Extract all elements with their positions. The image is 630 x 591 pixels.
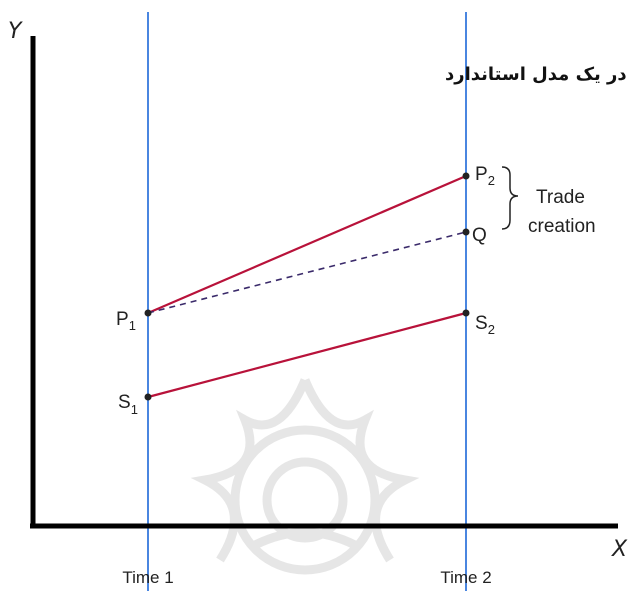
label-p2: P2 — [475, 164, 495, 188]
point-s2 — [462, 309, 470, 317]
label-s2: S2 — [475, 313, 495, 337]
p1-p2-line — [147, 174, 467, 315]
label-p1: P1 — [116, 309, 136, 333]
time-2-label: Time 2 — [440, 568, 491, 587]
trade-creation-label-line1: Trade — [536, 187, 585, 208]
trade-creation-bracket-icon — [501, 166, 519, 230]
diagram-title: اثر سیاست در یک مدل استاندارد — [445, 64, 630, 85]
s1-s2-line — [147, 311, 467, 399]
point-s1 — [144, 393, 152, 401]
trade-creation-label-line2: creation — [528, 216, 596, 237]
point-q — [462, 228, 470, 236]
label-q: Q — [472, 225, 487, 246]
point-p2 — [462, 172, 470, 180]
label-s1: S1 — [118, 392, 138, 417]
y-axis-label: Y — [8, 19, 23, 44]
time-1-label: Time 1 — [122, 568, 173, 587]
x-axis-label: X — [611, 537, 628, 562]
watermark-rosette-icon — [190, 378, 420, 575]
point-p1 — [144, 309, 152, 317]
